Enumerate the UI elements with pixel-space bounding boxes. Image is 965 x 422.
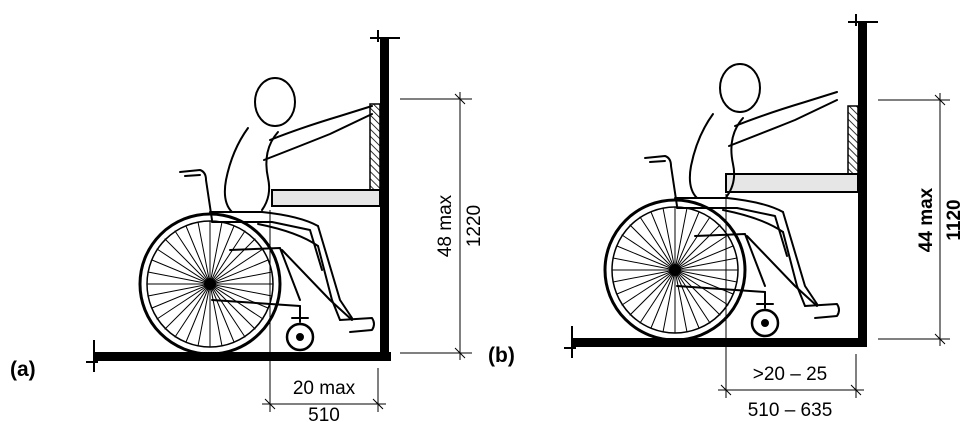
height-imperial-b: 44 max [916, 187, 937, 252]
floor-b [564, 326, 867, 358]
control-zone-a [369, 103, 381, 191]
height-dimension-a [400, 92, 472, 360]
height-metric-a: 1220 [464, 205, 485, 247]
depth-metric-a: 510 [308, 405, 340, 422]
height-metric-b: 1120 [944, 199, 965, 240]
depth-dimension-b [718, 194, 864, 398]
counter-a [271, 189, 381, 207]
depth-imperial-b: >20 – 25 [753, 364, 828, 385]
wheelchair-user-a [138, 76, 376, 356]
panel-a: (a) 48 max 1220 20 max 510 [10, 30, 485, 422]
height-imperial-a: 48 max [435, 194, 456, 257]
depth-imperial-a: 20 max [293, 378, 356, 399]
panel-b: (b) 44 max 1120 >20 – 25 510 – 635 [488, 14, 965, 421]
floor-a [86, 340, 391, 372]
wall-b [848, 14, 878, 347]
wheelchair-user-b [603, 62, 841, 342]
control-zone-b [847, 105, 859, 175]
panel-label-a: (a) [10, 358, 36, 381]
wall-a [370, 30, 400, 361]
height-dimension-b [878, 93, 950, 346]
counter-b [725, 173, 859, 193]
depth-dimension-a [262, 210, 386, 412]
panel-label-b: (b) [488, 344, 515, 367]
depth-metric-b: 510 – 635 [748, 400, 833, 421]
